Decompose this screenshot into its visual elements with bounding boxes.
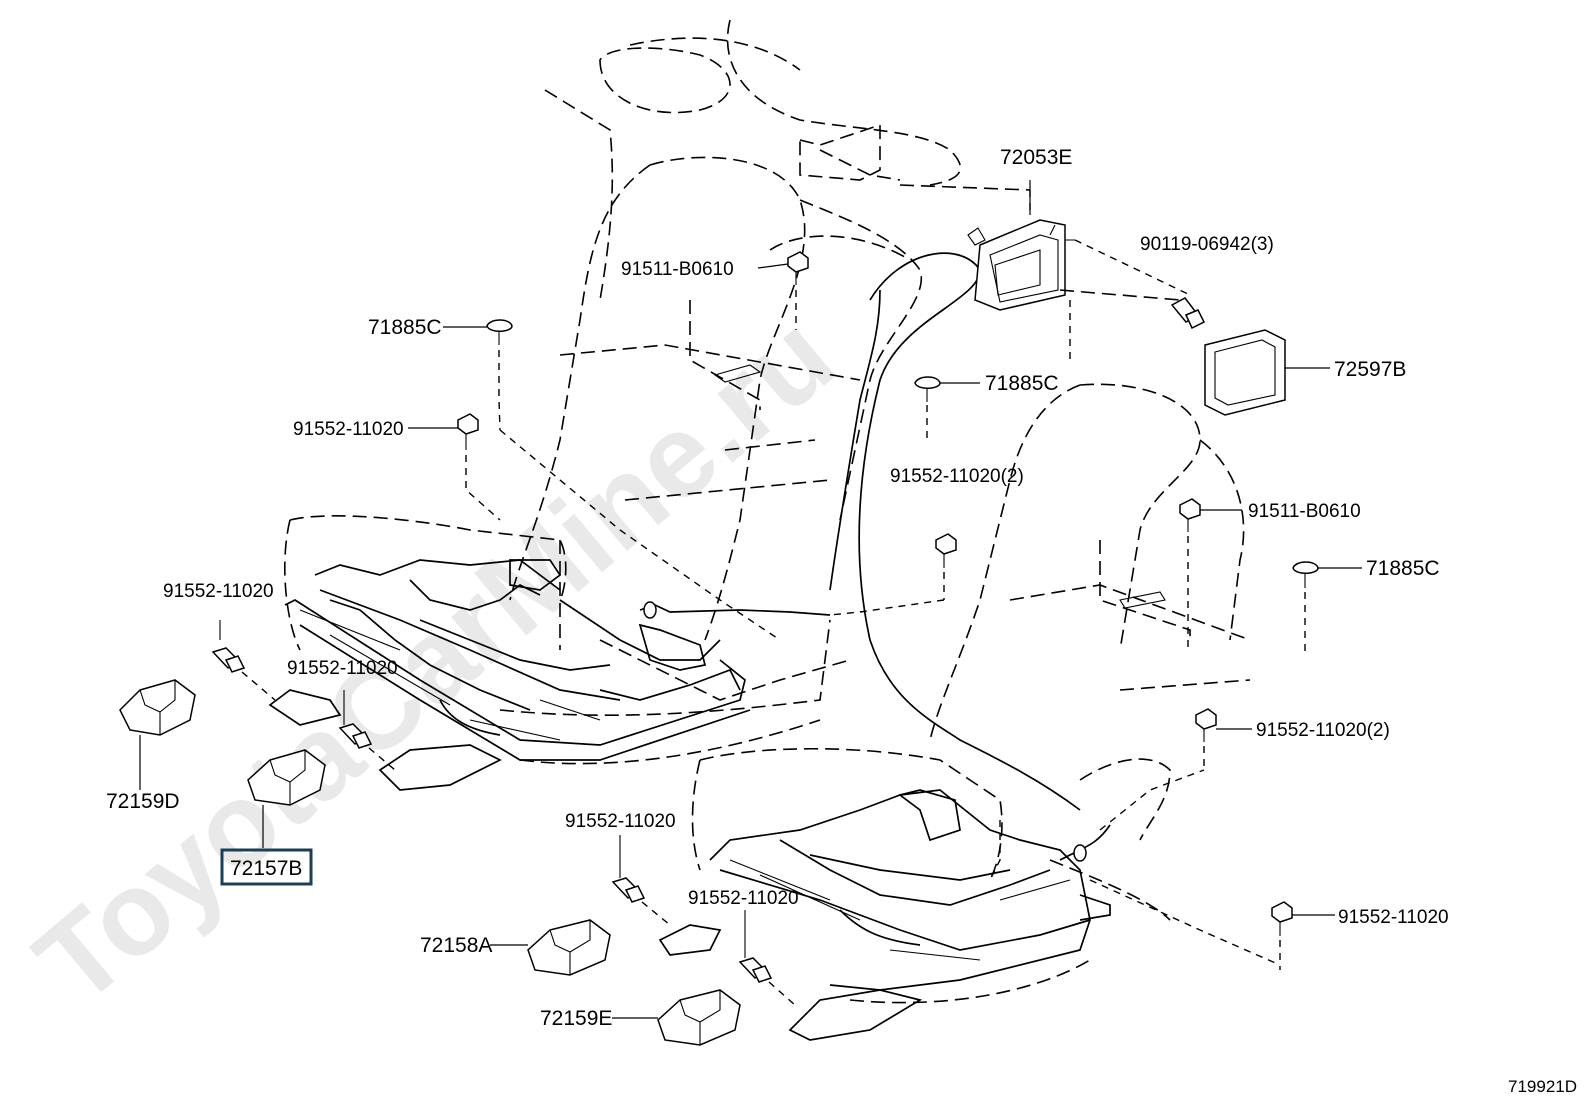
- bolt-91552-e: [1195, 708, 1252, 770]
- watermark-text: ToyotaCarMine.ru: [12, 290, 859, 1030]
- label-91511-B0610-b[interactable]: 91511-B0610: [1248, 501, 1361, 522]
- cover-72159D: [119, 679, 196, 790]
- label-72159D[interactable]: 72159D: [106, 790, 180, 813]
- bolt-91552-b: [935, 533, 957, 600]
- label-91552-11020-f[interactable]: 91552-11020: [565, 811, 676, 832]
- diagram-id: 719921D: [1508, 1077, 1577, 1096]
- bolt-91552-h: [1089, 879, 1335, 970]
- cover-72157B: [247, 749, 326, 848]
- cover-72158A: [490, 919, 611, 976]
- left-seat-outline: [284, 19, 962, 765]
- label-91511-B0610-a[interactable]: 91511-B0610: [621, 259, 734, 280]
- label-72159E[interactable]: 72159E: [540, 1007, 612, 1030]
- ecu-72053E: [967, 190, 1191, 360]
- bolt-90119: [1170, 297, 1206, 330]
- highlight-box-72157B: [220, 848, 313, 886]
- clip-71885C-c: [1292, 561, 1362, 655]
- bolt-91552-d: [338, 690, 396, 771]
- label-91552-11020-c[interactable]: 91552-11020: [163, 581, 274, 602]
- label-91552-11020-d[interactable]: 91552-11020: [287, 658, 398, 679]
- label-71885C-b[interactable]: 71885C: [985, 372, 1059, 395]
- bolt-91552-a: [408, 413, 501, 521]
- label-91552-11020-h[interactable]: 91552-11020: [1338, 907, 1449, 928]
- label-72158A[interactable]: 72158A: [420, 934, 492, 957]
- bracket-panel: [799, 123, 1031, 191]
- clip-71885C-b: [914, 376, 980, 440]
- label-91552-11020-a[interactable]: 91552-11020: [293, 419, 404, 440]
- bolt-91552-g: [738, 910, 796, 1006]
- label-90119-06942[interactable]: 90119-06942(3): [1140, 234, 1274, 255]
- clip-71885C-a: [443, 319, 513, 431]
- bolt-91511-b: [1179, 498, 1242, 650]
- label-71885C-a[interactable]: 71885C: [368, 316, 442, 339]
- label-91552-11020-2-b[interactable]: 91552-11020(2): [1256, 720, 1390, 741]
- right-seat-outline: [691, 383, 1251, 1004]
- label-91552-11020-2-a[interactable]: 91552-11020(2): [890, 466, 1024, 487]
- label-91552-11020-g[interactable]: 91552-11020: [688, 888, 799, 909]
- label-72053E[interactable]: 72053E: [1000, 146, 1072, 169]
- left-seat-frame: [268, 559, 751, 791]
- label-71885C-c[interactable]: 71885C: [1366, 557, 1440, 580]
- bolt-91552-f: [611, 835, 671, 926]
- label-72157B[interactable]: 72157B: [230, 857, 302, 880]
- bolt-91511-a: [757, 251, 809, 330]
- cover-72159E: [612, 989, 741, 1046]
- guide-lines: [499, 429, 1205, 881]
- label-72597B[interactable]: 72597B: [1334, 358, 1406, 381]
- right-seat-frame: [639, 252, 1111, 1041]
- trim-frame-72597B: [1204, 329, 1330, 416]
- bolt-91552-c: [211, 620, 276, 701]
